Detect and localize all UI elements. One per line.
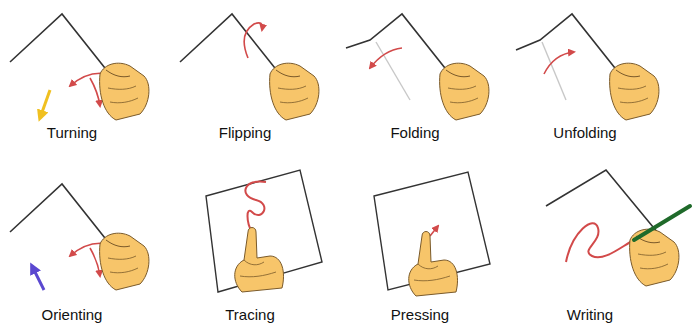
pen: [634, 206, 690, 240]
hand: [270, 63, 319, 120]
hand: [440, 63, 489, 120]
motion-arrow: [90, 78, 100, 106]
gesture-label: Writing: [567, 306, 613, 324]
gesture-label: Orienting: [42, 306, 103, 324]
gesture-label: Pressing: [391, 306, 449, 324]
press-mark: [430, 226, 438, 236]
gesture-label: Turning: [47, 124, 97, 142]
gesture-label: Flipping: [219, 124, 272, 142]
trace-stroke: [245, 181, 266, 232]
motion-arrow: [244, 23, 262, 58]
motion-arrow: [90, 248, 100, 276]
hand: [235, 228, 284, 293]
writing-stroke: [566, 223, 634, 262]
gesture-label: Tracing: [225, 306, 274, 324]
hand: [100, 233, 149, 290]
hand: [409, 232, 458, 297]
hand: [100, 63, 149, 120]
motion-arrow: [370, 48, 402, 68]
gesture-label: Unfolding: [553, 124, 616, 142]
direction-arrow: [32, 266, 44, 290]
paper-sheet: [206, 170, 322, 292]
motion-arrow: [544, 52, 574, 74]
hand: [610, 63, 659, 120]
direction-arrow: [40, 90, 50, 118]
gesture-label: Folding: [390, 124, 439, 142]
